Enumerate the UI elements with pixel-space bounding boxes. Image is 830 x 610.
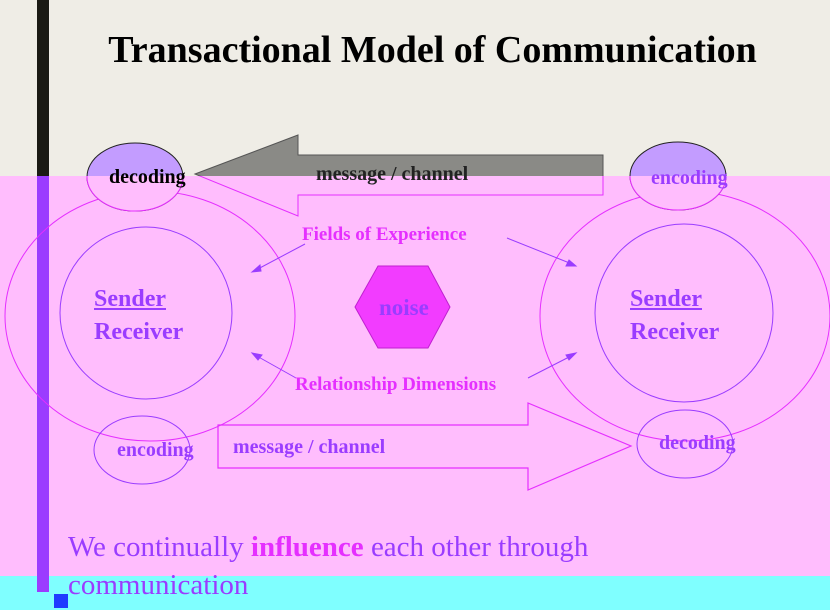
right-bottom-oval (636, 409, 734, 479)
left-accent-bar (37, 0, 49, 176)
left-receiver-label: Receiver (94, 319, 184, 345)
bottom-arrow (217, 402, 633, 491)
caption-before: We continually (68, 531, 251, 563)
overlay-band (0, 176, 830, 576)
page-title: Transactional Model of Communication (108, 29, 757, 71)
left-sender-receiver: Sender Receiver (94, 283, 183, 349)
left-sender-label: Sender (94, 286, 166, 312)
noise-label: noise (379, 295, 429, 320)
top-arrow-label: message / channel (316, 163, 469, 185)
connector-arrows (250, 237, 578, 379)
relationship-dimensions-label: Relationship Dimensions (295, 374, 497, 395)
caption-highlight: influence (250, 531, 364, 563)
right-sender-receiver: Sender Receiver (630, 283, 719, 349)
caption-line2: communication (68, 569, 249, 601)
right-person-circle (594, 223, 774, 403)
corner-square (54, 594, 68, 608)
top-arrow (193, 134, 604, 217)
left-bottom-oval (93, 415, 191, 485)
fields-of-experience-label: Fields of Experience (302, 224, 467, 245)
right-top-oval-label: encoding (651, 167, 728, 189)
caption-after: each other through (363, 531, 589, 563)
caption: We continually influence each other thro… (68, 528, 768, 604)
right-receiver-label: Receiver (630, 319, 720, 345)
noise-hexagon (354, 265, 451, 349)
right-bottom-oval-label: decoding (659, 432, 736, 454)
left-person-circle (59, 226, 233, 400)
bottom-arrow-label: message / channel (233, 436, 386, 458)
left-bottom-oval-label: encoding (117, 439, 194, 461)
left-accent-bar-lower (37, 176, 49, 592)
left-top-oval-label: decoding (109, 166, 186, 188)
cyan-band (0, 576, 830, 610)
right-sender-label: Sender (630, 286, 702, 312)
